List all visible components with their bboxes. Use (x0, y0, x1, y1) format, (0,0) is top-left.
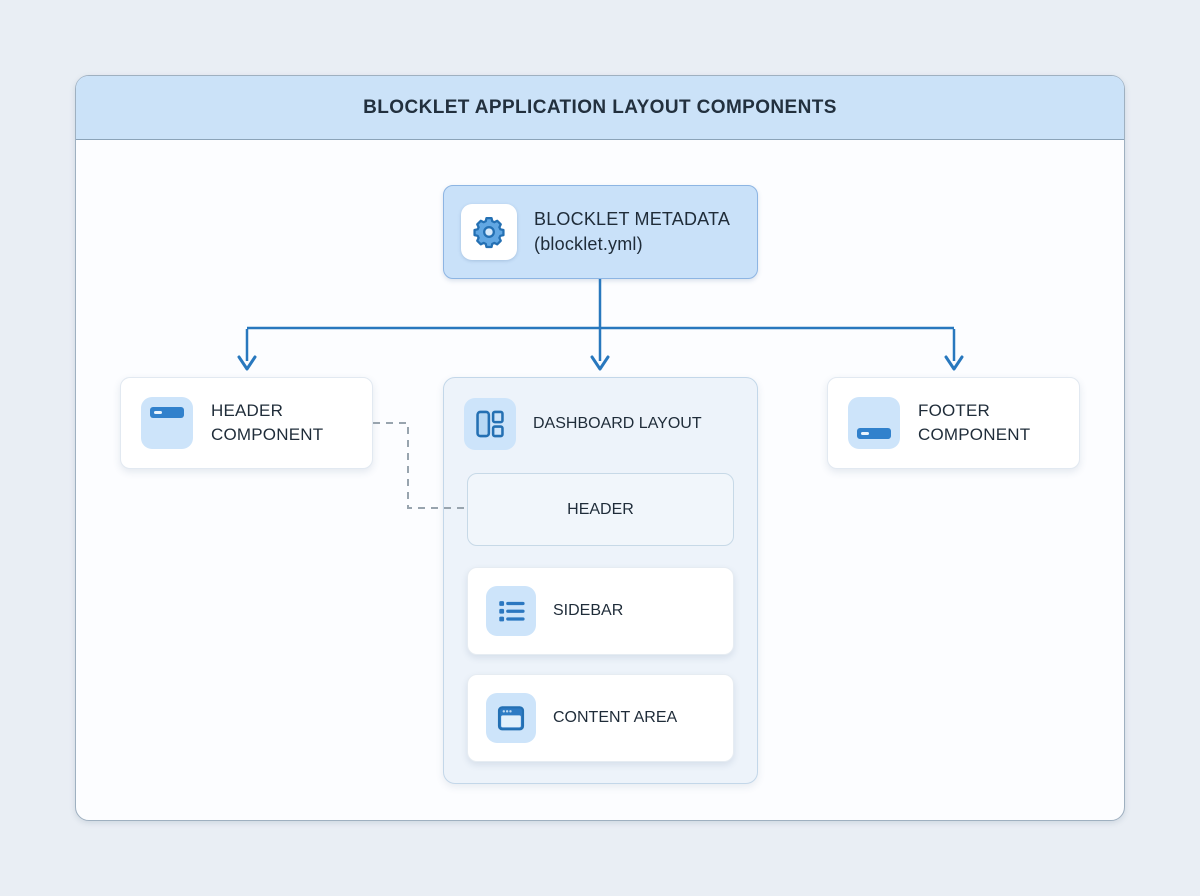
metadata-label: BLOCKLET METADATA (534, 209, 731, 229)
node-dashboard-sidebar: SIDEBAR (467, 567, 734, 655)
dashboard-header-label: HEADER (567, 500, 634, 518)
dashboard-title-row: DASHBOARD LAYOUT (464, 398, 741, 450)
diagram-title: BLOCKLET APPLICATION LAYOUT COMPONENTS (363, 96, 837, 118)
dashboard-layout-label: DASHBOARD LAYOUT (533, 415, 702, 432)
gear-icon (461, 204, 517, 260)
node-header-component: HEADER COMPONENT (120, 377, 373, 469)
header-component-label: HEADER COMPONENT (211, 401, 324, 444)
node-dashboard-header: HEADER (467, 473, 734, 546)
list-icon (486, 586, 536, 636)
window-icon (486, 693, 536, 743)
node-footer-component: FOOTER COMPONENT (827, 377, 1080, 469)
footer-component-label: FOOTER COMPONENT (918, 401, 1031, 444)
footer-bar-icon (848, 397, 900, 449)
metadata-sublabel: (blocklet.yml) (534, 234, 643, 254)
header-bar-icon (141, 397, 193, 449)
node-dashboard-layout: DASHBOARD LAYOUT HEADER SIDEBAR (443, 377, 758, 784)
metadata-label-block: BLOCKLET METADATA (blocklet.yml) (534, 207, 730, 257)
node-dashboard-content: CONTENT AREA (467, 674, 734, 762)
diagram-title-bar: BLOCKLET APPLICATION LAYOUT COMPONENTS (76, 76, 1124, 140)
node-blocklet-metadata: BLOCKLET METADATA (blocklet.yml) (443, 185, 758, 279)
dashboard-content-label: CONTENT AREA (553, 709, 678, 726)
dashboard-sidebar-label: SIDEBAR (553, 602, 624, 619)
dashboard-layout-icon (464, 398, 516, 450)
